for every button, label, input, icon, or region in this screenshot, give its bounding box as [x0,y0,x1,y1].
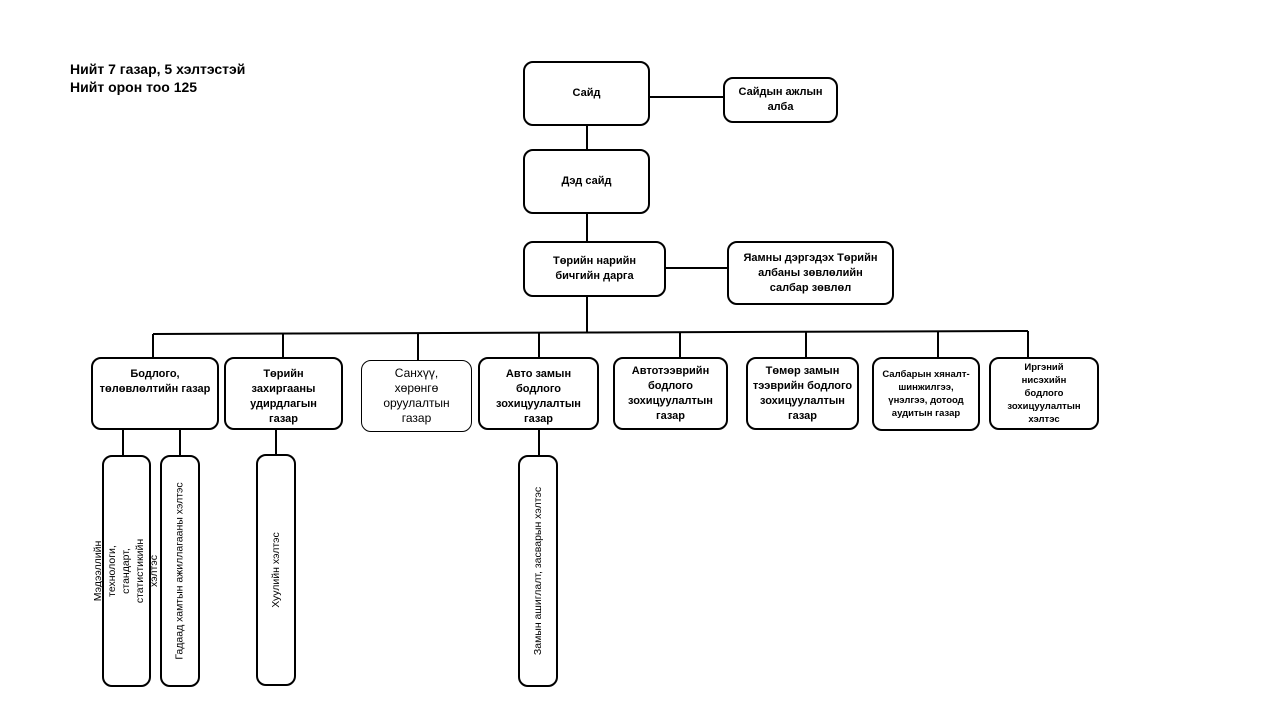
box-council: Яамны дэргэдэх Төрийн албаны зөвлөлийн с… [727,241,894,305]
box-department: Иргэний нисэхийн бодлого зохицуулалтын х… [989,357,1099,430]
box-department: Салбарын хяналт-шинжилгээ, үнэлгээ, дото… [872,357,980,431]
box-minister: Сайд [523,61,650,126]
division-label: Гадаад хамтын ажиллагааны хэлтэс [174,482,186,660]
box-division: Гадаад хамтын ажиллагааны хэлтэс [160,455,200,687]
box-department: Бодлого, төлөвлөлтийн газар [91,357,219,430]
box-department: Автотээврийн бодлого зохицуулалтын газар [613,357,728,430]
box-department: Санхүү, хөрөнгө оруулалтын газар [361,360,472,432]
division-label: Мэдээллийн технологи, стандарт, статисти… [92,538,161,604]
summary: Нийт 7 газар, 5 хэлтэстэй Нийт орон тоо … [70,60,245,96]
box-deputy-minister: Дэд сайд [523,149,650,214]
connector [152,330,1029,335]
box-division: Мэдээллийн технологи, стандарт, статисти… [93,455,161,687]
division-label: Замын ашиглалт, засварын хэлтэс [532,486,545,656]
box-department: Төрийн захиргааны удирдлагын газар [224,357,343,430]
summary-units: Нийт 7 газар, 5 хэлтэстэй [70,61,246,77]
box-division: Замын ашиглалт, засварын хэлтэс [518,455,558,687]
box-department: Төмөр замын тээврийн бодлого зохицуулалт… [746,357,859,430]
box-division: Хуулийн хэлтэс [256,454,296,686]
box-minister-office: Сайдын ажлын алба [723,77,838,123]
box-department: Авто замын бодлого зохицуулалтын газар [478,357,599,430]
division-label: Хуулийн хэлтэс [270,532,283,608]
box-state-secretary: Төрийн нарийн бичгийн дарга [523,241,666,297]
summary-staff: Нийт орон тоо 125 [70,79,198,95]
